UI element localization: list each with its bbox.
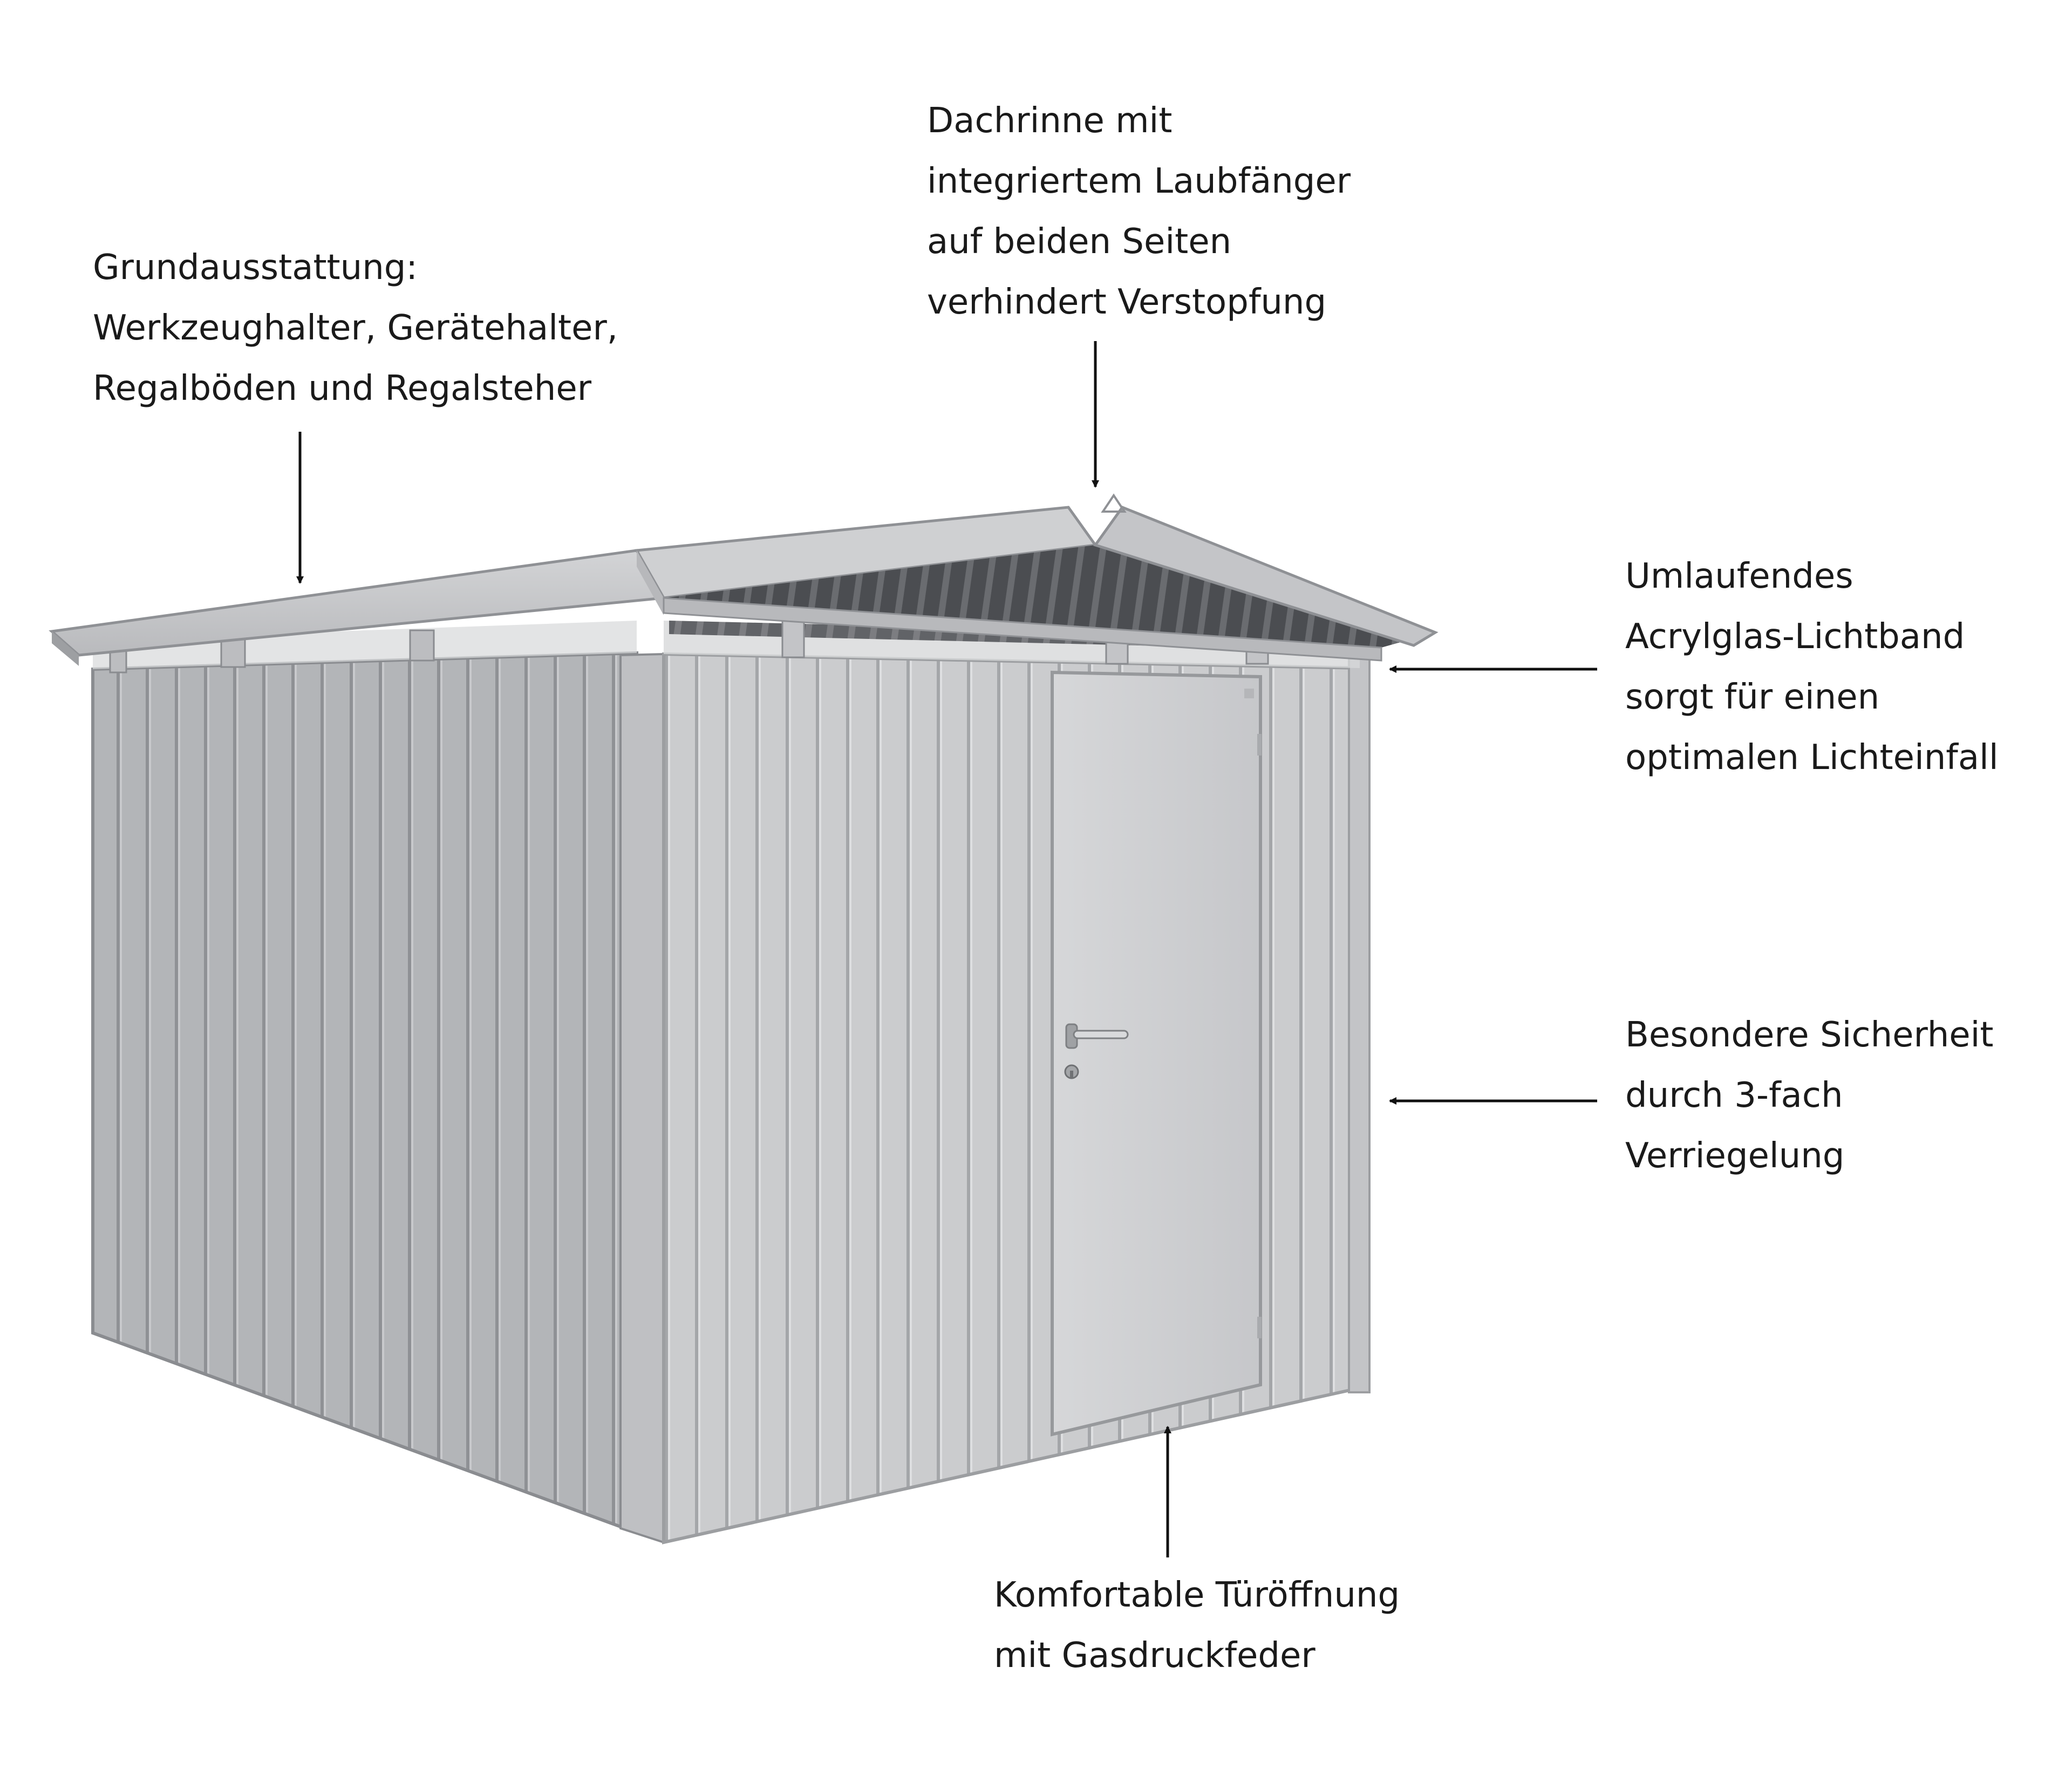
callout-line: mit Gasdruckfeder [994, 1636, 1316, 1676]
callout-line: durch 3-fach [1625, 1076, 1843, 1115]
callout-grundausstattung: Grundausstattung: Werkzeughalter, Geräte… [93, 237, 618, 419]
callout-sicherheit: Besondere Sicherheit durch 3-fach Verrie… [1625, 1005, 1994, 1186]
callout-line: auf beiden Seiten [927, 222, 1232, 262]
callout-tueroeffnung: Komfortable Türöffnung mit Gasdruckfeder [994, 1565, 1400, 1686]
biohort-roof-logo [1101, 493, 1127, 513]
callout-line: Dachrinne mit [927, 101, 1173, 141]
callout-line: Komfortable Türöffnung [994, 1575, 1400, 1615]
callout-line: Regalböden und Regalsteher [93, 369, 592, 409]
callout-line: Grundausstattung: [93, 248, 418, 288]
callout-line: integriertem Laubfänger [927, 161, 1351, 201]
callout-line: Besondere Sicherheit [1625, 1015, 1994, 1055]
roof [49, 505, 1439, 666]
door-handle-icon [1065, 1023, 1129, 1049]
callout-line: optimalen Lichteinfall [1625, 738, 1999, 778]
door [1051, 670, 1262, 1437]
front-wall [662, 652, 1371, 1544]
callout-line: Umlaufendes [1625, 556, 1853, 596]
keyhole-icon [1064, 1064, 1079, 1079]
callout-dachrinne: Dachrinne mit integriertem Laubfänger au… [927, 91, 1351, 332]
side-wall [91, 651, 665, 1544]
callout-line: verhindert Verstopfung [927, 282, 1327, 322]
callout-line: Verriegelung [1625, 1136, 1845, 1176]
callout-line: Werkzeughalter, Gerätehalter, [93, 308, 618, 348]
callout-line: Acrylglas-Lichtband [1625, 617, 1965, 657]
callout-lichtband: Umlaufendes Acrylglas-Lichtband sorgt fü… [1625, 546, 1999, 788]
callout-line: sorgt für einen [1625, 677, 1880, 717]
